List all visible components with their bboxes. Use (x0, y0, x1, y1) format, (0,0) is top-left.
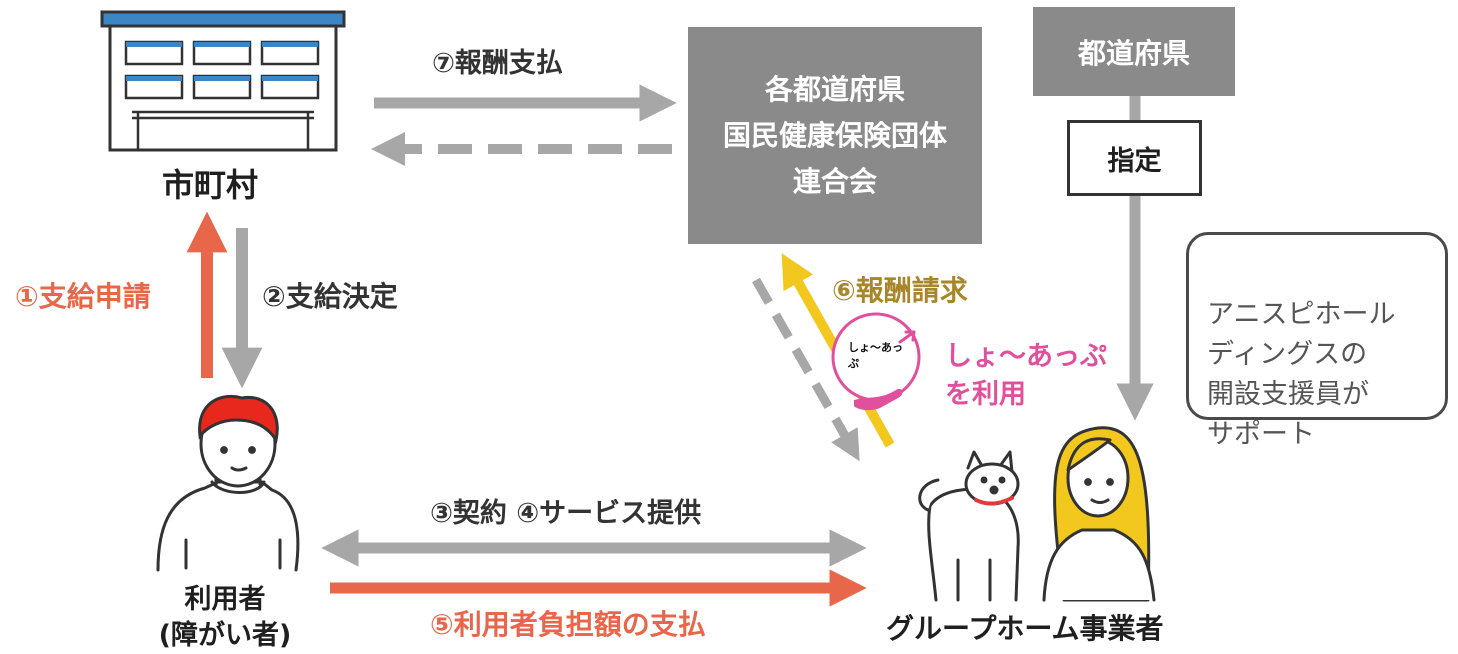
prefecture-label: 都道府県 (1077, 36, 1190, 70)
step1-label: ①支給申請 (15, 280, 151, 313)
designation-label: 指定 (1107, 145, 1162, 177)
support-bubble-text: アニスピホール ディングスの 開設支援員が サポート (1207, 299, 1396, 450)
step34-label: ③契約 ④サービス提供 (430, 498, 702, 529)
logo-caption: しょ〜あっぷ を利用 (945, 341, 1107, 410)
step7-label: ⑦報酬支払 (432, 48, 563, 79)
step5-label: ⑤利用者負担額の支払 (430, 608, 706, 641)
shoup-logo (831, 312, 921, 411)
dog-icon (918, 450, 1020, 602)
arrow-dashed-diagonal (752, 277, 860, 462)
designation-box: 指定 (1067, 120, 1202, 196)
operator-label: グループホーム事業者 (886, 612, 1164, 645)
operator-person-icon (1042, 426, 1156, 602)
logo-brand-text: しょ〜あっぷ (848, 341, 903, 370)
user-person-icon (156, 394, 300, 572)
prefecture-box: 都道府県 (1033, 7, 1235, 96)
step6-label: ⑥報酬請求 (832, 274, 968, 307)
step2-label: ②支給決定 (262, 280, 398, 313)
user-label: 利用者 (障がい者) (158, 584, 292, 651)
support-speech-bubble: アニスピホール ディングスの 開設支援員が サポート (1186, 232, 1448, 450)
federation-label: 各都道府県 国民健康保険団体 連合会 (722, 72, 947, 198)
municipal-building-icon (100, 10, 346, 152)
municipality-label: 市町村 (162, 166, 259, 204)
federation-box: 各都道府県 国民健康保険団体 連合会 (688, 27, 982, 244)
